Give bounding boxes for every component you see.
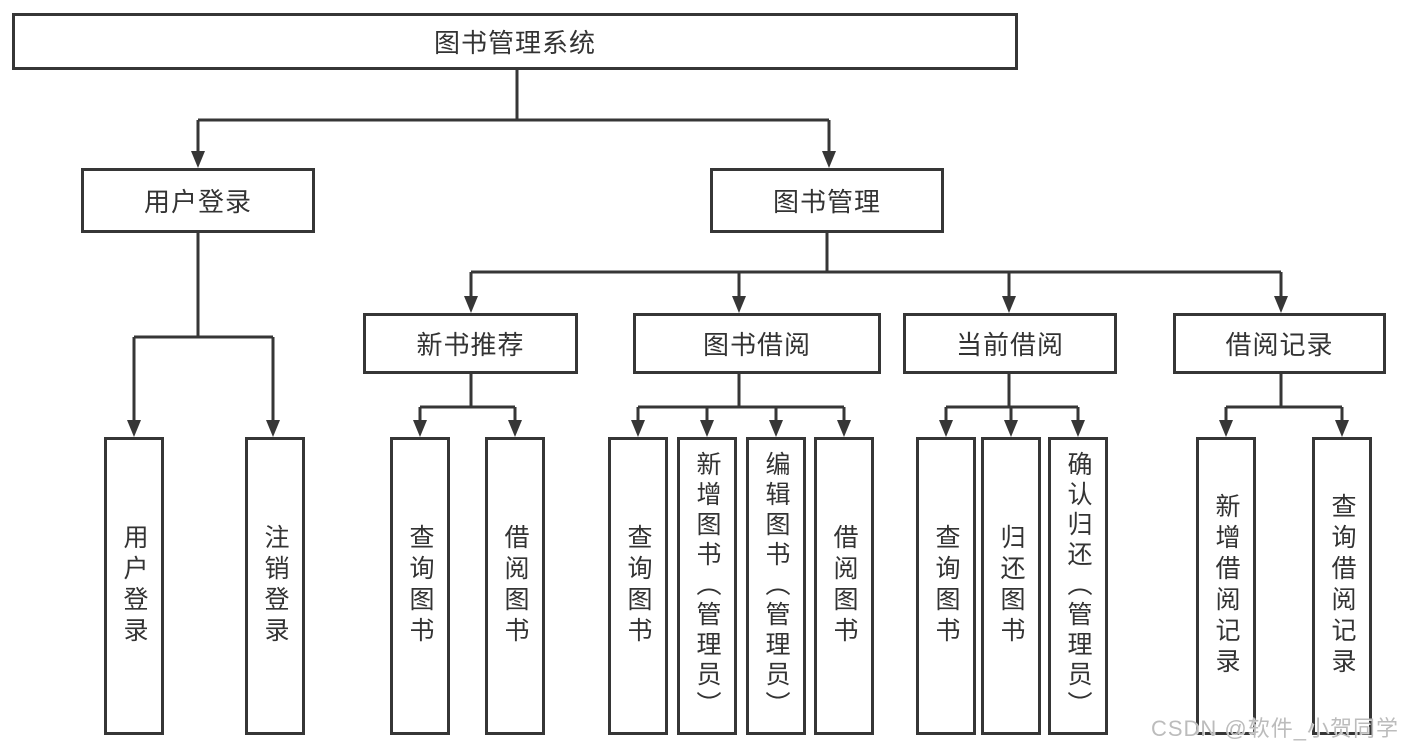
leaf-return-books: 归还图书 <box>981 437 1041 735</box>
leaf-query-books: 查询图书 <box>608 437 668 735</box>
leaf-query-borrow-record: 查询借阅记录 <box>1312 437 1372 735</box>
node-library-management-system: 图书管理系统 <box>12 13 1018 70</box>
connector-bookborrow-to-leaves <box>636 374 846 423</box>
leaf-query-books: 查询图书 <box>390 437 450 735</box>
arrowhead <box>1071 420 1085 437</box>
arrowhead <box>266 420 280 437</box>
node-book-borrowing: 图书借阅 <box>633 313 881 374</box>
connector-bookmgmt-to-level3 <box>469 233 1283 299</box>
arrowhead <box>837 420 851 437</box>
leaf-query-books: 查询图书 <box>916 437 976 735</box>
node-borrowing-records: 借阅记录 <box>1173 313 1386 374</box>
connector-currentborrow-to-leaves <box>944 374 1080 423</box>
arrowhead <box>822 151 836 168</box>
arrowhead <box>191 151 205 168</box>
node-new-book-recommendation: 新书推荐 <box>363 313 578 374</box>
leaf-add-books-admin: 新增图书（管理员） <box>677 437 737 735</box>
arrowhead <box>1274 296 1288 313</box>
csdn-watermark: CSDN @软件_小贺同学 <box>1150 716 1399 741</box>
node-user-login: 用户登录 <box>81 168 315 233</box>
connector-root-to-level2 <box>196 70 831 153</box>
leaf-logout: 注销登录 <box>245 437 305 735</box>
connector-newbook-to-leaves <box>418 374 517 423</box>
arrowhead <box>700 420 714 437</box>
arrowhead <box>769 420 783 437</box>
leaf-confirm-return-admin: 确认归还（管理员） <box>1048 437 1108 735</box>
leaf-edit-books-admin: 编辑图书（管理员） <box>746 437 806 735</box>
arrowhead <box>732 296 746 313</box>
arrowhead <box>631 420 645 437</box>
leaf-user-login: 用户登录 <box>104 437 164 735</box>
arrowhead <box>464 296 478 313</box>
arrowhead <box>413 420 427 437</box>
arrowhead <box>939 420 953 437</box>
node-current-borrowing: 当前借阅 <box>903 313 1117 374</box>
leaf-add-borrow-record: 新增借阅记录 <box>1196 437 1256 735</box>
leaf-borrow-books: 借阅图书 <box>814 437 874 735</box>
arrowhead <box>1004 420 1018 437</box>
connector-userlogin-to-leaves <box>132 233 275 423</box>
arrowhead <box>127 420 141 437</box>
node-book-management: 图书管理 <box>710 168 944 233</box>
leaf-borrow-books: 借阅图书 <box>485 437 545 735</box>
arrowhead <box>508 420 522 437</box>
arrowhead <box>1335 420 1349 437</box>
arrowhead <box>1219 420 1233 437</box>
connector-borrowrecord-to-leaves <box>1224 374 1344 423</box>
arrowhead <box>1002 296 1016 313</box>
